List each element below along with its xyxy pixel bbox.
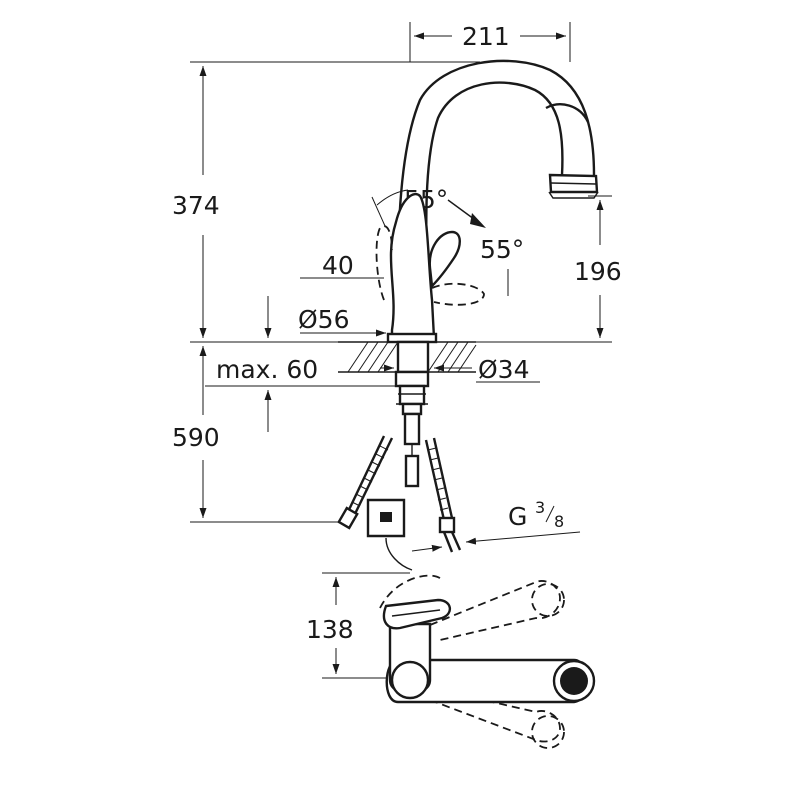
label-diameter-56: Ø56	[298, 305, 350, 334]
label-thread-num: 3	[535, 498, 545, 517]
label-angle-side: 55°	[480, 235, 524, 264]
pull-out-hose-weight	[366, 444, 420, 571]
label-590: 590	[172, 423, 220, 452]
dimension-width-211: 211	[409, 22, 571, 62]
label-max-60: max. 60	[216, 355, 318, 384]
label-138: 138	[306, 615, 354, 644]
label-thread-g: G	[508, 502, 527, 531]
mounting-shank	[394, 370, 430, 446]
label-thread-den: 8	[554, 512, 564, 531]
label-374: 374	[172, 191, 220, 220]
supply-hose-right	[424, 437, 462, 553]
faucet-top-view	[379, 574, 596, 749]
dimension-depth-590: 590	[172, 346, 352, 523]
angle-annotation-side: 55°	[447, 199, 524, 296]
label-40: 40	[322, 251, 354, 280]
supply-hose-left	[337, 435, 394, 530]
label-211: 211	[462, 22, 510, 51]
dimension-height-374: 374	[172, 61, 480, 343]
dimension-diameter-34: Ø34	[380, 355, 540, 384]
faucet-body	[375, 192, 485, 344]
dimension-max-60: max. 60	[205, 355, 420, 432]
dimension-height-196: 196	[430, 195, 622, 343]
label-196: 196	[574, 257, 622, 286]
label-diameter-34: Ø34	[478, 355, 530, 384]
dimension-thread-g38: G 3 8	[411, 498, 581, 552]
dimension-reach-138: 138	[306, 572, 410, 679]
lever-offset-40: 40	[300, 251, 384, 280]
dimension-diameter-56: Ø56	[264, 296, 386, 338]
